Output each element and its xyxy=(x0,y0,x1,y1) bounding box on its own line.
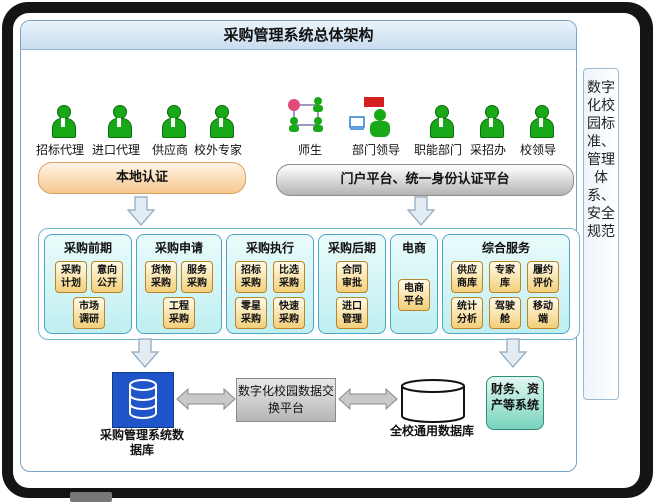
module-selection-procurement[interactable]: 比选 采购 xyxy=(273,261,305,293)
user-label: 进口代理 xyxy=(91,143,140,157)
bottom-tab xyxy=(70,492,112,502)
double-arrow-icon xyxy=(338,388,398,410)
module-supplier-library[interactable]: 供应 商库 xyxy=(451,261,483,293)
module-goods-procurement[interactable]: 货物 采购 xyxy=(145,261,177,293)
arrow-down-icon xyxy=(406,196,436,226)
person-icon xyxy=(480,105,504,139)
person-icon xyxy=(530,105,554,139)
group-procurement-application: 采购申请 货物 采购 服务 采购 工程 采购 xyxy=(136,234,222,334)
module-statistics[interactable]: 统计 分析 xyxy=(451,297,483,329)
module-bidding-procurement[interactable]: 招标 采购 xyxy=(235,261,267,293)
module-service-procurement[interactable]: 服务 采购 xyxy=(181,261,213,293)
user-dept-leader: 部门领导 xyxy=(346,95,406,157)
page-title: 采购管理系统总体架构 xyxy=(21,21,576,50)
group-title: 采购后期 xyxy=(327,241,376,255)
person-icon xyxy=(108,105,132,139)
standards-sidebar: 数字化校园标准、管理体系、安全规范 xyxy=(583,68,619,400)
module-project-procurement[interactable]: 工程 采购 xyxy=(163,297,195,329)
user-external-expert: 校外专家 xyxy=(188,95,248,157)
module-import-management[interactable]: 进口 管理 xyxy=(336,297,368,329)
data-exchange-platform: 数字化校园数据交换平台 xyxy=(236,378,336,422)
user-label: 部门领导 xyxy=(351,143,400,157)
module-performance-evaluation[interactable]: 履约 评价 xyxy=(527,261,559,293)
person-icon xyxy=(430,105,454,139)
group-title: 综合服务 xyxy=(481,241,530,255)
user-bidding-agent: 招标代理 xyxy=(30,95,90,157)
user-teachers-students: 师生 xyxy=(280,95,340,157)
user-label: 校外专家 xyxy=(193,143,242,157)
person-icon xyxy=(210,105,234,139)
finance-assets-system: 财务、资产等系统 xyxy=(486,376,544,430)
procurement-database xyxy=(112,372,174,428)
module-contract-approval[interactable]: 合同 审批 xyxy=(336,261,368,293)
group-title: 采购执行 xyxy=(245,241,294,255)
module-dashboard[interactable]: 驾驶 舱 xyxy=(489,297,521,329)
user-label: 采招办 xyxy=(469,143,506,157)
network-people-icon xyxy=(288,97,323,132)
module-intent-disclosure[interactable]: 意向 公开 xyxy=(91,261,123,293)
double-arrow-icon xyxy=(176,388,236,410)
user-functional-dept: 职能部门 xyxy=(408,95,468,157)
user-label: 供应商 xyxy=(151,143,188,157)
group-post-procurement: 采购后期 合同 审批 进口 管理 xyxy=(318,234,386,334)
person-icon xyxy=(162,105,186,139)
group-ecommerce: 电商 电商 平台 xyxy=(390,234,438,334)
local-auth-bar: 本地认证 xyxy=(38,162,246,194)
group-procurement-execution: 采购执行 招标 采购 比选 采购 零星 采购 快速 采购 xyxy=(226,234,314,334)
campus-database-icon xyxy=(401,379,465,423)
sidebar-text: 数字化校园标准、管理体系、安全规范 xyxy=(587,80,615,240)
procurement-db-label: 采购管理系统数据库 xyxy=(99,428,184,457)
user-label: 校领导 xyxy=(519,143,556,157)
database-icon xyxy=(129,379,157,419)
user-label: 职能部门 xyxy=(413,143,462,157)
arrow-down-icon xyxy=(126,196,156,226)
group-integrated-services: 综合服务 供应 商库 专家 库 履约 评价 统计 分析 驾驶 舱 移动 端 xyxy=(442,234,570,334)
module-market-research[interactable]: 市场 调研 xyxy=(73,297,105,329)
group-title: 采购前期 xyxy=(63,241,112,255)
module-sporadic-procurement[interactable]: 零星 采购 xyxy=(235,297,267,329)
user-import-agent: 进口代理 xyxy=(86,95,146,157)
user-label: 招标代理 xyxy=(35,143,84,157)
group-pre-procurement: 采购前期 采购 计划 意向 公开 市场 调研 xyxy=(44,234,132,334)
user-supplier: 供应商 xyxy=(140,95,200,157)
arrow-down-icon xyxy=(130,338,160,368)
group-title: 电商 xyxy=(401,241,426,255)
module-mobile[interactable]: 移动 端 xyxy=(527,297,559,329)
module-expert-library[interactable]: 专家 库 xyxy=(489,261,521,293)
portal-auth-bar: 门户平台、统一身份认证平台 xyxy=(276,164,574,196)
module-ecommerce-platform[interactable]: 电商 平台 xyxy=(398,279,430,311)
manager-desk-icon xyxy=(349,97,390,137)
campus-db-label: 全校通用数据库 xyxy=(389,424,474,438)
user-label: 师生 xyxy=(297,143,322,157)
module-procurement-plan[interactable]: 采购 计划 xyxy=(55,261,87,293)
group-title: 采购申请 xyxy=(154,241,203,255)
user-procurement-office: 采招办 xyxy=(458,95,518,157)
user-school-leader: 校领导 xyxy=(508,95,568,157)
module-fast-procurement[interactable]: 快速 采购 xyxy=(273,297,305,329)
arrow-down-icon xyxy=(498,338,528,368)
person-icon xyxy=(52,105,76,139)
